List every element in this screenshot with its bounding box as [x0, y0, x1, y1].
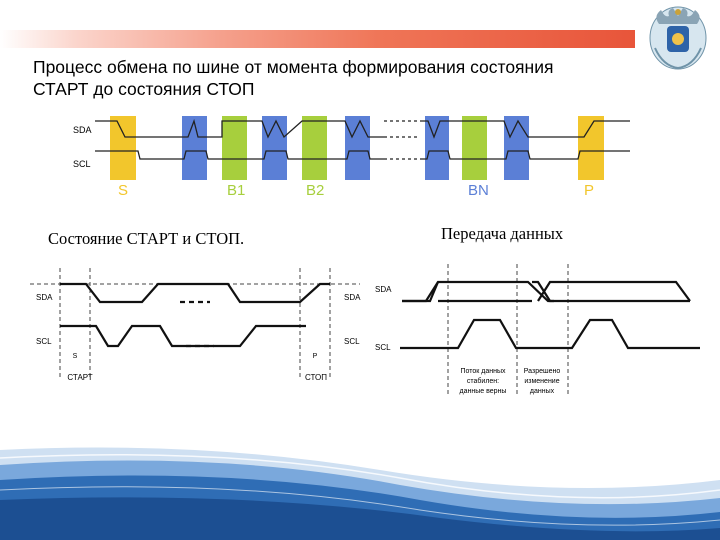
green-column — [222, 116, 247, 180]
caption-start-stop: Состояние СТАРТ и СТОП. — [48, 229, 245, 248]
green-column — [302, 116, 327, 180]
slide-title: Процесс обмена по шине от момента формир… — [33, 57, 554, 99]
bit-label-b1: B1 — [227, 182, 245, 199]
blue-column — [182, 116, 207, 180]
green-column — [462, 116, 487, 180]
scl-label: SCL — [73, 159, 91, 169]
start-label: СТАРТ — [67, 373, 92, 382]
change-note-line1: Разрешено — [524, 368, 561, 375]
start-letter: S — [73, 353, 78, 360]
caption-data-transfer: Передача данных — [441, 224, 564, 243]
data-sda-top — [402, 280, 554, 303]
start-stop-scl — [60, 324, 306, 348]
header-accent-bar — [0, 30, 635, 48]
start-column — [110, 116, 136, 180]
top-timing-diagram: SDA SCL S B1 B2 BN P SDA SDA SCL SCL S P… — [30, 116, 700, 396]
data-scl — [400, 318, 700, 350]
blue-column — [425, 116, 449, 180]
stable-note-line1: Поток данных — [460, 368, 506, 375]
stable-note-line2: стабилен: — [467, 377, 499, 385]
sda-waveform — [95, 118, 384, 139]
scl-left-label: SCL — [36, 337, 52, 346]
blue-column — [262, 116, 287, 180]
bit-label-bn: BN — [468, 182, 489, 199]
bit-label-s: S — [118, 182, 128, 199]
scl-right-label: SCL — [344, 337, 360, 346]
stop-label: СТОП — [305, 373, 327, 382]
data-sda-label: SDA — [375, 285, 392, 294]
decorative-wave-footer — [0, 447, 720, 540]
stable-note-line3: данные верны — [460, 388, 507, 395]
start-stop-diagram: SDA SDA SCL SCL S P СТАРТ СТОП — [30, 268, 361, 382]
stop-letter: P — [313, 353, 318, 360]
sda-right-label: SDA — [344, 293, 361, 302]
university-emblem-icon — [649, 6, 707, 70]
blue-column — [504, 116, 529, 180]
sda-label: SDA — [73, 125, 92, 135]
change-note-line3: данных — [530, 388, 555, 395]
bit-label-p: P — [584, 182, 594, 199]
sda-left-label: SDA — [36, 293, 53, 302]
data-transfer-diagram: SDA SCL Поток данных стабилен: данные ве… — [375, 264, 700, 396]
scl-waveform — [95, 150, 384, 160]
start-stop-sda — [60, 282, 330, 304]
bit-label-b2: B2 — [306, 182, 324, 199]
change-note-line2: изменение — [524, 378, 559, 385]
data-scl-label: SCL — [375, 343, 391, 352]
